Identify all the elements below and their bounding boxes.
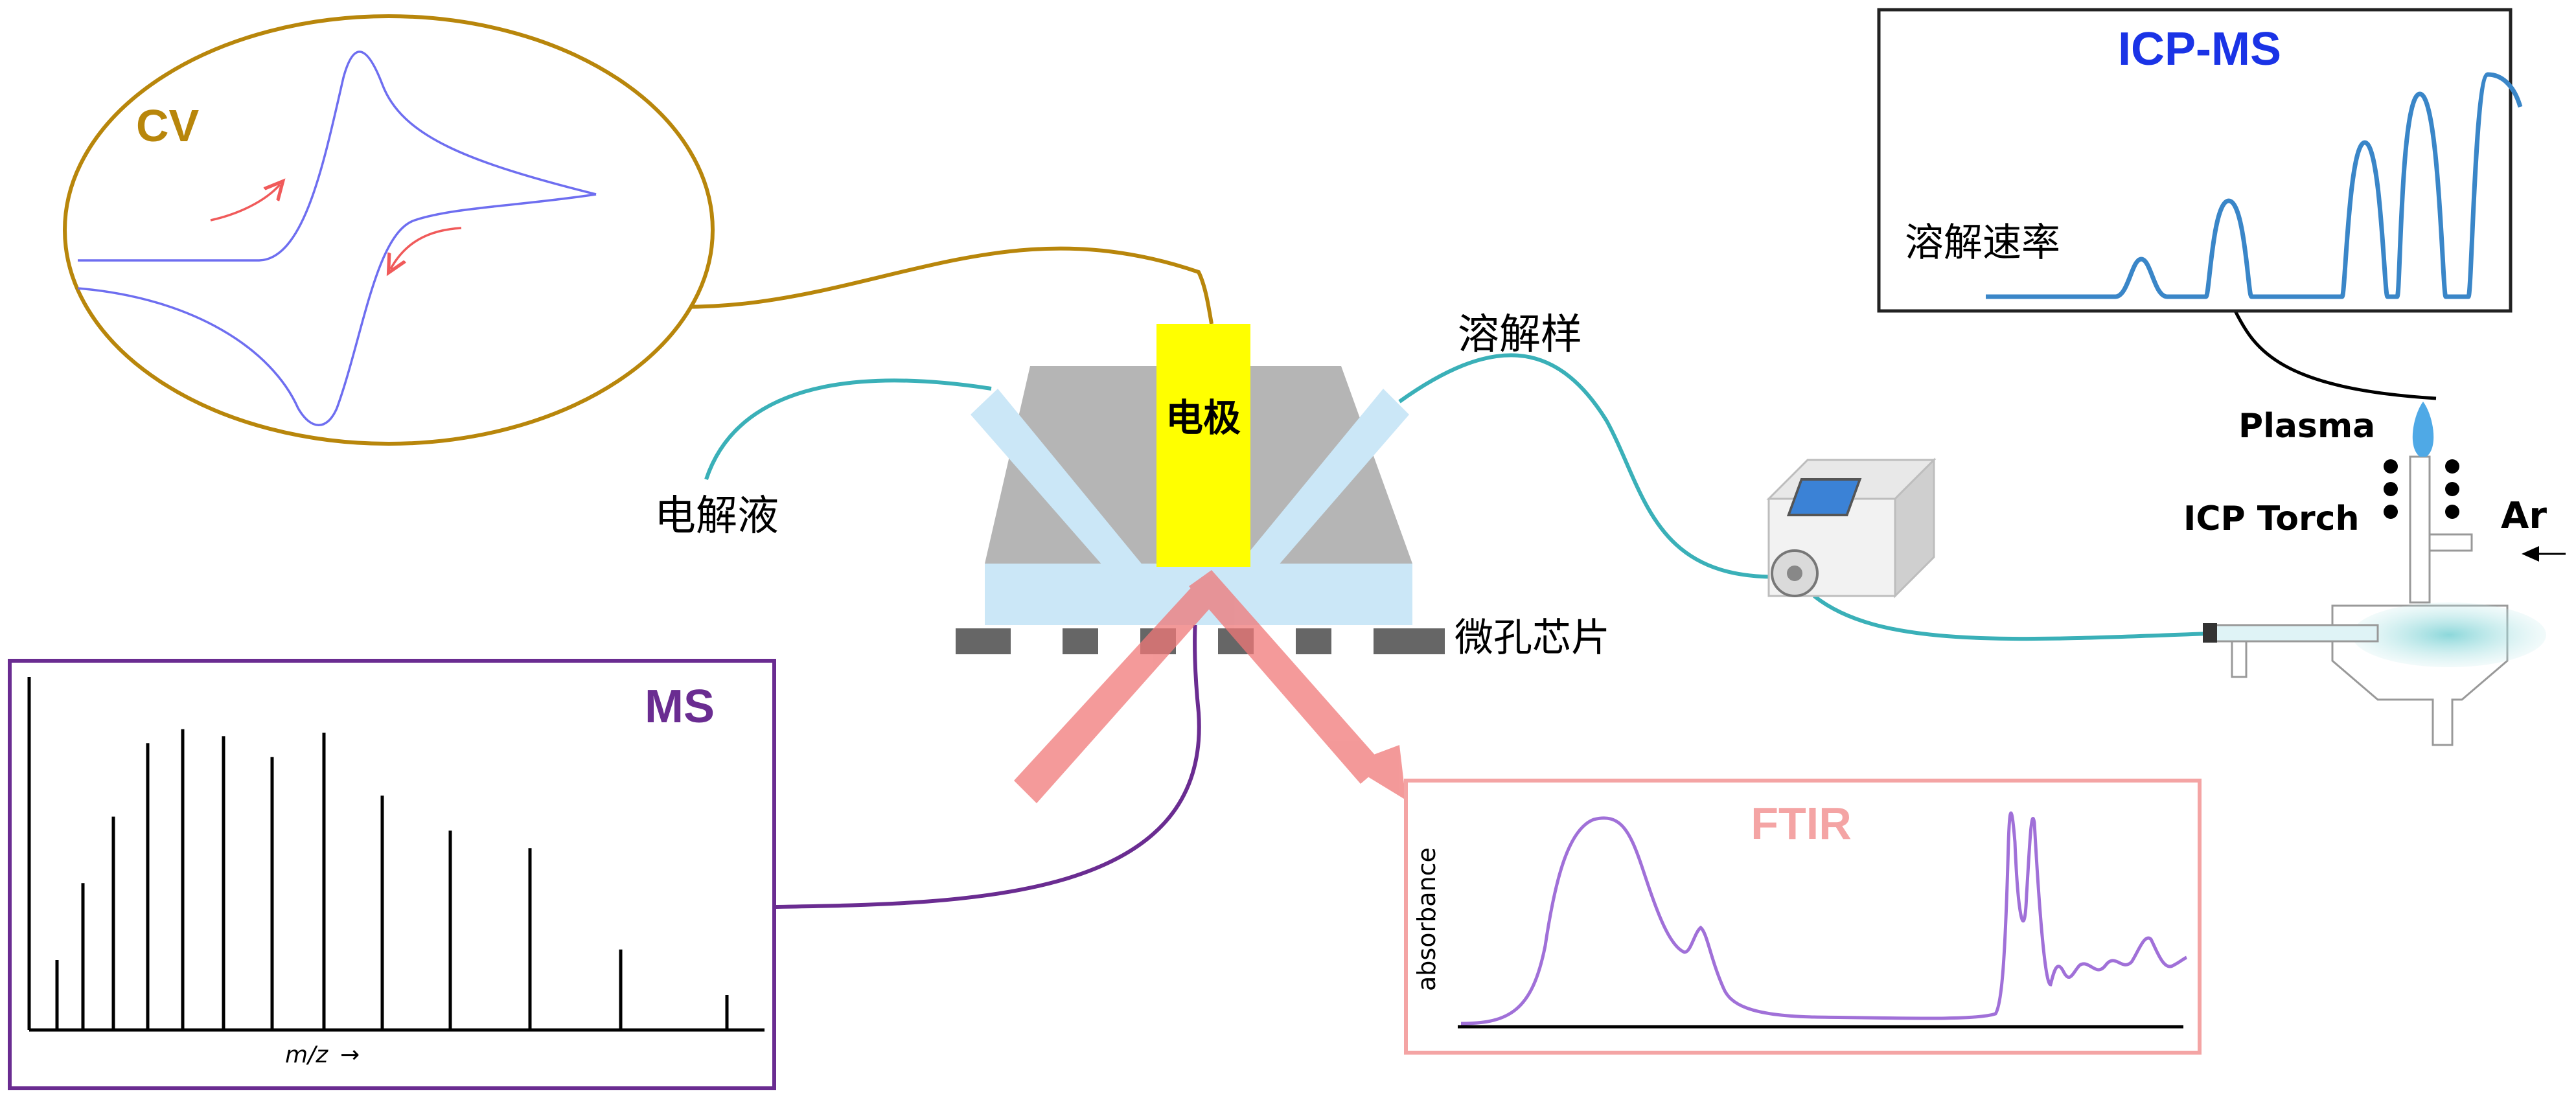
- ftir-panel: FTIR absorbance: [1404, 779, 2202, 1055]
- dissolved-sample-label: 溶解样: [1458, 311, 1582, 359]
- electrolyte-label: 电解液: [654, 492, 779, 540]
- icp-torch-label: ICP Torch: [2183, 499, 2360, 538]
- ms-wire: [774, 582, 1201, 909]
- dissolved-sample-tube: [1398, 353, 1789, 579]
- peristaltic-pump: [1766, 457, 1937, 599]
- pump-to-nebulizer-tube: [1813, 594, 2210, 641]
- ftir-ylabel: absorbance: [1412, 847, 1441, 991]
- incident-beam: [1014, 583, 1218, 803]
- induction-coil: [2384, 459, 2459, 519]
- ftir-spectrum: [1460, 811, 2188, 1025]
- ftir-border: [1404, 779, 2202, 1055]
- cv-forward-arrow: [210, 185, 280, 222]
- micropore-chip: [956, 628, 1445, 654]
- plasma-flame: [2412, 402, 2434, 457]
- ms-xlabel: m/z: [285, 1042, 328, 1068]
- ms-peaks: [55, 729, 729, 1030]
- ir-beams: [1014, 570, 1406, 803]
- icpms-panel: ICP-MS 溶解速率: [1877, 8, 2523, 313]
- electrode-label: 电极: [1166, 396, 1241, 440]
- icpms-trace: [1986, 72, 2523, 299]
- electrode: [1156, 324, 1250, 567]
- microchip-assembly: 电极 微孔芯片: [956, 324, 1610, 661]
- ms-title: MS: [645, 681, 715, 733]
- ms-panel: MS m/z →: [8, 659, 776, 1090]
- icp-torch-assembly: [2203, 402, 2566, 746]
- cv-border: [63, 14, 715, 446]
- inlet-channel: [971, 389, 1147, 586]
- icpms-title: ICP-MS: [2118, 23, 2281, 75]
- ms-xlabel-arrow: →: [340, 1042, 360, 1068]
- argon-label: Ar: [2501, 495, 2547, 537]
- icpms-wire: [2233, 310, 2437, 400]
- plasma-label: Plasma: [2238, 407, 2375, 446]
- dissolution-rate-label: 溶解速率: [1905, 220, 2060, 266]
- cv-panel: CV: [63, 14, 715, 446]
- pump-screen: [1786, 478, 1862, 516]
- cv-wire: [605, 246, 1213, 325]
- outlet-channel: [1234, 389, 1409, 586]
- reflected-beam: [1189, 570, 1383, 784]
- cv-reverse-arrow: [391, 227, 462, 269]
- ms-border: [8, 659, 776, 1090]
- electrolyte-tube: [704, 378, 992, 480]
- micropore-chip-label: 微孔芯片: [1455, 615, 1610, 661]
- ftir-title: FTIR: [1751, 798, 1852, 849]
- reflected-beam-head: [1348, 745, 1406, 800]
- cv-curve: [77, 51, 597, 426]
- cv-title: CV: [136, 100, 200, 151]
